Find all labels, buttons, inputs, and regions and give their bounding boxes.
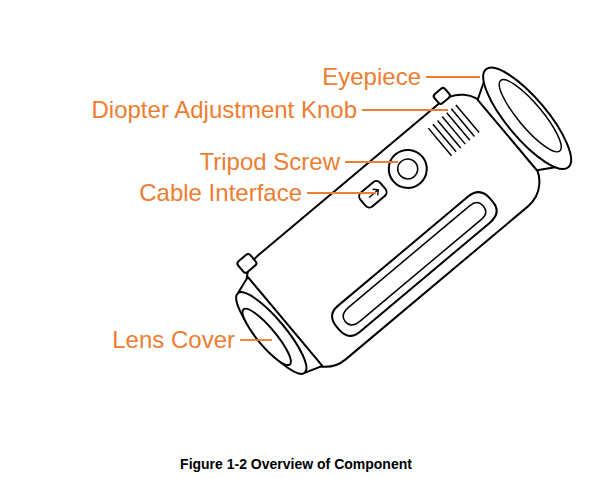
tripod-screw-hole: [394, 155, 422, 183]
lens-ring: [227, 284, 315, 382]
leader-line: [426, 76, 480, 78]
vent-grille: [428, 105, 479, 156]
eyepiece-cup: [471, 56, 584, 180]
diopter-knob: [433, 87, 451, 105]
leader-line: [345, 161, 398, 163]
leader-line: [307, 192, 376, 194]
lens-cover: [237, 303, 297, 370]
part-label: Cable Interface: [139, 179, 302, 207]
grip-inner: [340, 199, 489, 328]
part-label: Tripod Screw: [200, 148, 340, 176]
part-label: Lens Cover: [112, 326, 235, 354]
figure-caption: Figure 1-2 Overview of Component: [0, 455, 592, 473]
lens-cover-clip: [236, 253, 257, 274]
grip-panel: [327, 187, 502, 342]
tripod-mount: [381, 142, 435, 196]
part-label: Eyepiece: [322, 63, 421, 91]
part-label: Diopter Adjustment Knob: [92, 96, 358, 124]
eyepiece-inner: [491, 73, 569, 159]
cable-port: [357, 179, 388, 210]
leader-line: [362, 109, 448, 111]
leader-line: [240, 339, 272, 341]
